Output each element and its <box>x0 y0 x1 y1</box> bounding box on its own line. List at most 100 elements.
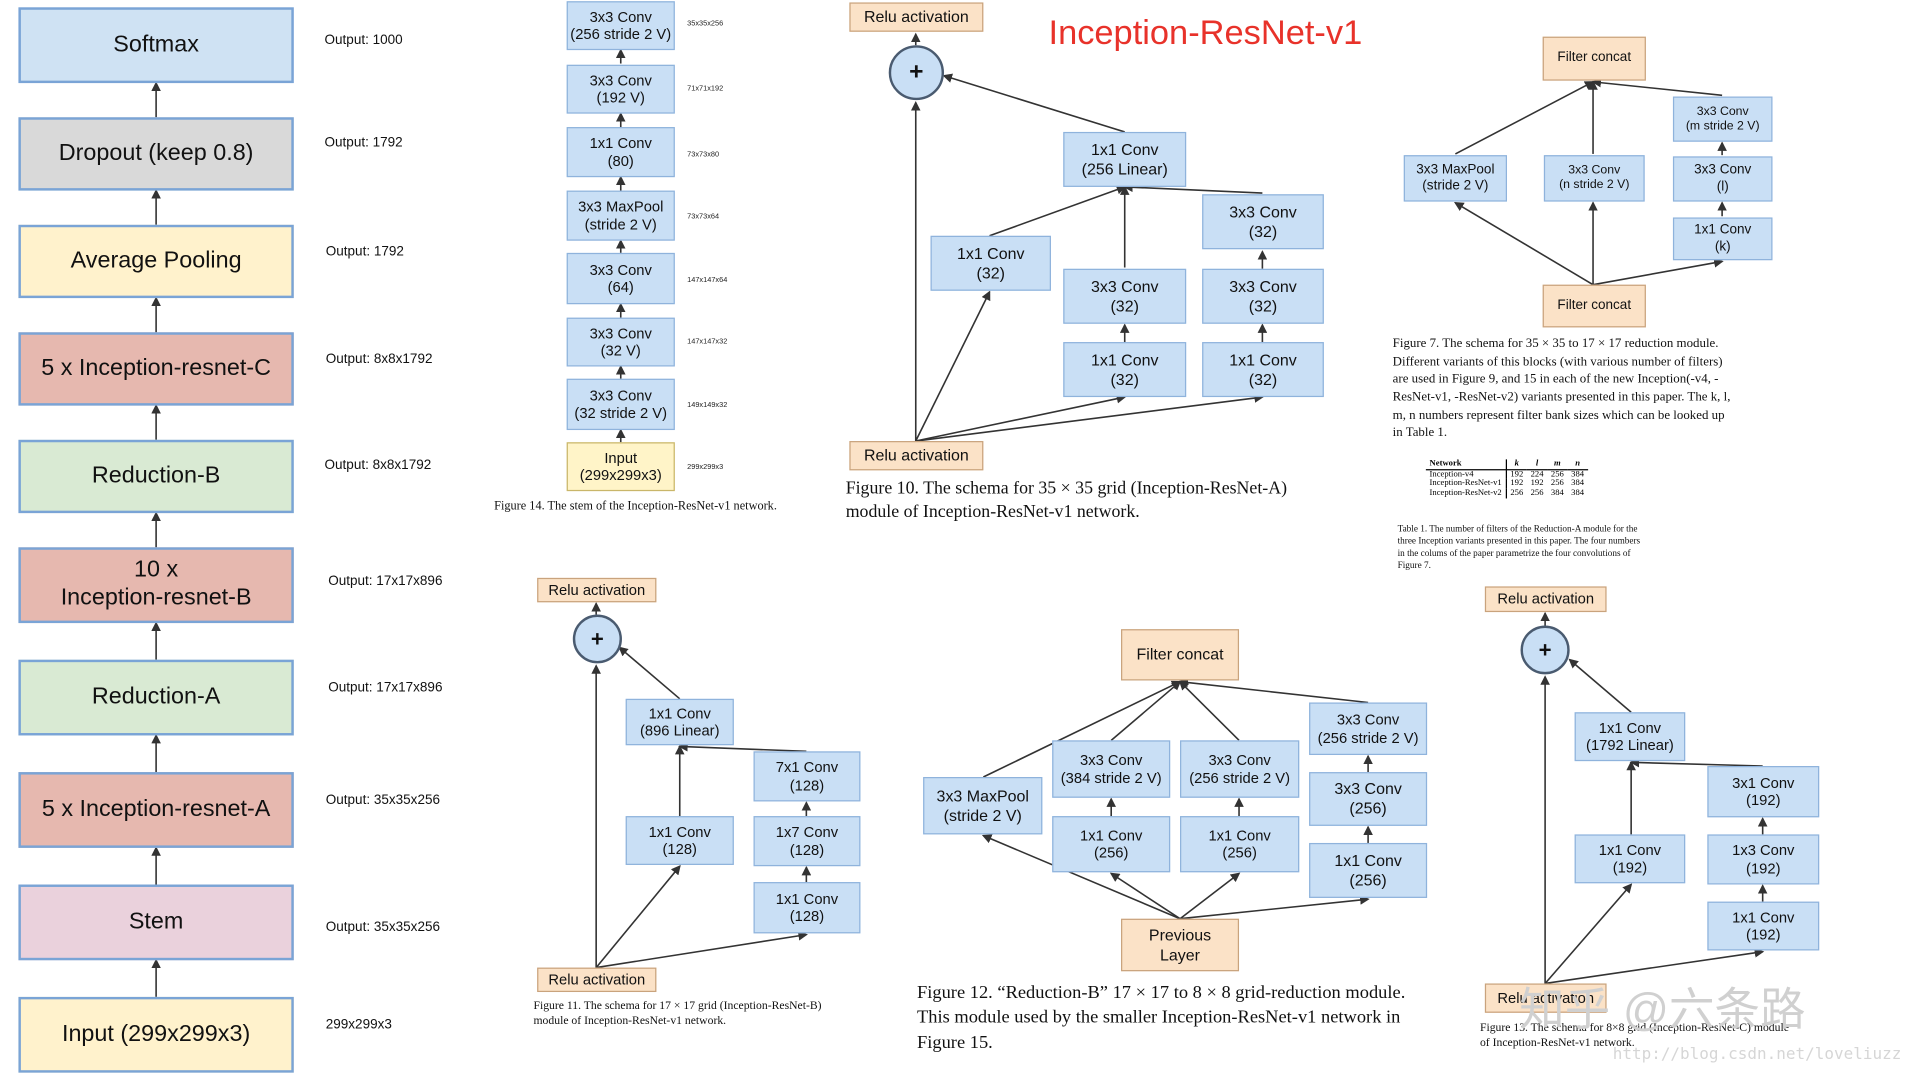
fig11-branch1: 1x1 Conv (128) <box>625 816 734 865</box>
table-cell: 384 <box>1571 468 1585 479</box>
fig12-conv-1x1-b: 1x1 Conv (256) <box>1180 816 1300 873</box>
fig10-caption: Figure 10. The schema for 35 × 35 grid (… <box>845 478 1288 522</box>
stem-input: Input (299x299x3) <box>566 442 675 492</box>
fig13-linear: 1x1 Conv (1792 Linear) <box>1574 712 1686 762</box>
output-label: Output: 17x17x896 <box>328 574 443 589</box>
table-cell: 192 <box>1510 468 1524 479</box>
stem-size: 73x73x64 <box>687 213 720 222</box>
table-cell: 192 <box>1510 478 1524 488</box>
table-cell: 256 <box>1530 487 1544 498</box>
fig13-conv-1x1: 1x1 Conv (192) <box>1707 901 1820 951</box>
stem-size: 149x149x32 <box>687 401 728 410</box>
table-cell: 256 <box>1550 478 1564 488</box>
fig12-conv-1x1-c: 1x1 Conv (256) <box>1309 842 1428 898</box>
fig12-conv-384: 3x3 Conv (384 stride 2 V) <box>1052 740 1171 798</box>
output-label: Output: 1792 <box>325 244 404 260</box>
fig12-conv-1x1-a: 1x1 Conv (256) <box>1052 816 1171 873</box>
fig12-conv-256s2: 3x3 Conv (256 stride 2 V) <box>1180 740 1300 798</box>
table-header: m <box>1547 458 1568 470</box>
fig12-conv-3x3-s2: 3x3 Conv (256 stride 2 V) <box>1309 702 1428 756</box>
table-header-row: Network k l m n <box>1425 458 1588 470</box>
table-row: Inception-ResNet-v2 256 256 384 384 <box>1425 487 1588 499</box>
block-inception-resnet-a: 5 x Inception-resnet-A <box>18 772 294 848</box>
fig11-plus-node: + <box>572 614 622 664</box>
block-average-pooling: Average Pooling <box>18 224 294 299</box>
fig12-conv-3x3: 3x3 Conv (256) <box>1309 772 1428 826</box>
table-cell: 384 <box>1550 487 1564 498</box>
stem-size: 73x73x80 <box>687 151 720 159</box>
table-cell: Inception-ResNet-v1 <box>1425 479 1507 489</box>
fig7-right-conv3: 1x1 Conv (k) <box>1672 217 1773 261</box>
page-title: Inception-ResNet-v1 <box>1048 13 1363 52</box>
stem-conv-192: 3x3 Conv (192 V) <box>566 64 675 114</box>
output-label: Output: 1000 <box>324 32 403 48</box>
stem-size: 35x35x256 <box>687 20 724 29</box>
fig11-linear: 1x1 Conv (896 Linear) <box>625 698 734 746</box>
fig7-concat-bottom: Filter concat <box>1542 284 1646 328</box>
stem-size: 71x71x192 <box>687 85 724 93</box>
stem-conv-256: 3x3 Conv (256 stride 2 V) <box>566 1 675 51</box>
fig12-previous-layer: Previous Layer <box>1121 918 1240 972</box>
fig10-relu-bottom: Relu activation <box>849 441 984 471</box>
fig13-caption: Figure 13. The schema for 8×8 grid (Ince… <box>1479 1022 1789 1050</box>
fig12-concat: Filter concat <box>1121 629 1240 681</box>
table-cell: 192 <box>1530 478 1544 488</box>
table1-caption: Table 1. The number of filters of the Re… <box>1397 522 1641 571</box>
fig13-conv-3x1: 3x1 Conv (192) <box>1707 766 1820 818</box>
fig11-conv-7x1: 7x1 Conv (128) <box>753 751 861 802</box>
block-softmax: Softmax <box>18 7 294 84</box>
stem-conv-32s2: 3x3 Conv (32 stride 2 V) <box>566 378 675 431</box>
table-header: Network <box>1425 458 1507 470</box>
fig7-caption: Figure 7. The schema for 35 × 35 to 17 ×… <box>1392 337 1731 441</box>
table-cell: 384 <box>1571 478 1585 488</box>
fig12-maxpool: 3x3 MaxPool (stride 2 V) <box>923 777 1043 835</box>
output-label: Output: 8x8x1792 <box>325 351 433 367</box>
table-header: n <box>1567 458 1588 470</box>
table-cell: Inception-v4 <box>1425 469 1507 480</box>
table-cell: 224 <box>1530 468 1544 479</box>
stem-size: 147x147x32 <box>687 338 728 346</box>
block-dropout: Dropout (keep 0.8) <box>18 117 294 191</box>
fig11-conv-1x1: 1x1 Conv (128) <box>753 882 861 934</box>
table-cell: 256 <box>1510 487 1524 498</box>
fig14-caption: Figure 14. The stem of the Inception-Res… <box>494 499 777 514</box>
fig11-relu-bottom: Relu activation <box>537 967 657 993</box>
output-label: Output: 1792 <box>324 135 403 151</box>
fig10-branch3-1x1: 1x1 Conv (32) <box>1202 342 1324 398</box>
fig13-conv-1x3: 1x3 Conv (192) <box>1707 834 1820 885</box>
stem-size: 147x147x64 <box>687 277 728 285</box>
stem-maxpool: 3x3 MaxPool (stride 2 V) <box>566 190 675 241</box>
fig13-plus-node: + <box>1520 625 1570 675</box>
stem-conv-64: 3x3 Conv (64) <box>566 252 675 305</box>
table1: Network k l m n Inception-v4 192 224 256… <box>1425 458 1588 499</box>
table-row: Inception-v4 192 224 256 384 <box>1425 468 1588 480</box>
stem-size: 299x299x3 <box>687 464 724 472</box>
fig7-mid-conv: 3x3 Conv (n stride 2 V) <box>1543 155 1645 202</box>
block-reduction-b: Reduction-B <box>18 439 294 514</box>
watermark-text: 知乎 @六条路 <box>1519 984 1806 1035</box>
fig7-maxpool: 3x3 MaxPool (stride 2 V) <box>1403 155 1507 202</box>
output-label: Output: 35x35x256 <box>325 919 441 935</box>
output-label: Output: 17x17x896 <box>328 680 443 696</box>
output-label: 299x299x3 <box>325 1017 392 1033</box>
fig10-branch3-3x3a: 3x3 Conv (32) <box>1202 194 1324 250</box>
stem-conv-80: 1x1 Conv (80) <box>566 127 675 178</box>
fig13-relu-top: Relu activation <box>1484 586 1607 613</box>
fig10-branch2-3x3: 3x3 Conv (32) <box>1063 268 1187 324</box>
output-label: Output: 35x35x256 <box>325 792 441 808</box>
table-row: Inception-ResNet-v1 192 192 256 384 <box>1425 478 1588 489</box>
fig12-caption: Figure 12. “Reduction-B” 17 × 17 to 8 × … <box>916 983 1406 1053</box>
fig11-conv-1x7: 1x7 Conv (128) <box>753 816 861 867</box>
fig10-branch3-3x3b: 3x3 Conv (32) <box>1202 268 1324 324</box>
fig10-linear: 1x1 Conv (256 Linear) <box>1063 131 1187 187</box>
fig13-branch1: 1x1 Conv (192) <box>1574 834 1686 884</box>
fig10-branch1: 1x1 Conv (32) <box>930 235 1051 291</box>
table-cell: Inception-ResNet-v2 <box>1425 488 1507 499</box>
fig10-branch2-1x1: 1x1 Conv (32) <box>1063 342 1187 398</box>
fig11-caption: Figure 11. The schema for 17 × 17 grid (… <box>533 1000 822 1028</box>
stem-conv-32v: 3x3 Conv (32 V) <box>566 317 675 367</box>
block-input: Input (299x299x3) <box>18 996 294 1073</box>
block-inception-resnet-b: 10 x Inception-resnet-B <box>18 547 294 624</box>
